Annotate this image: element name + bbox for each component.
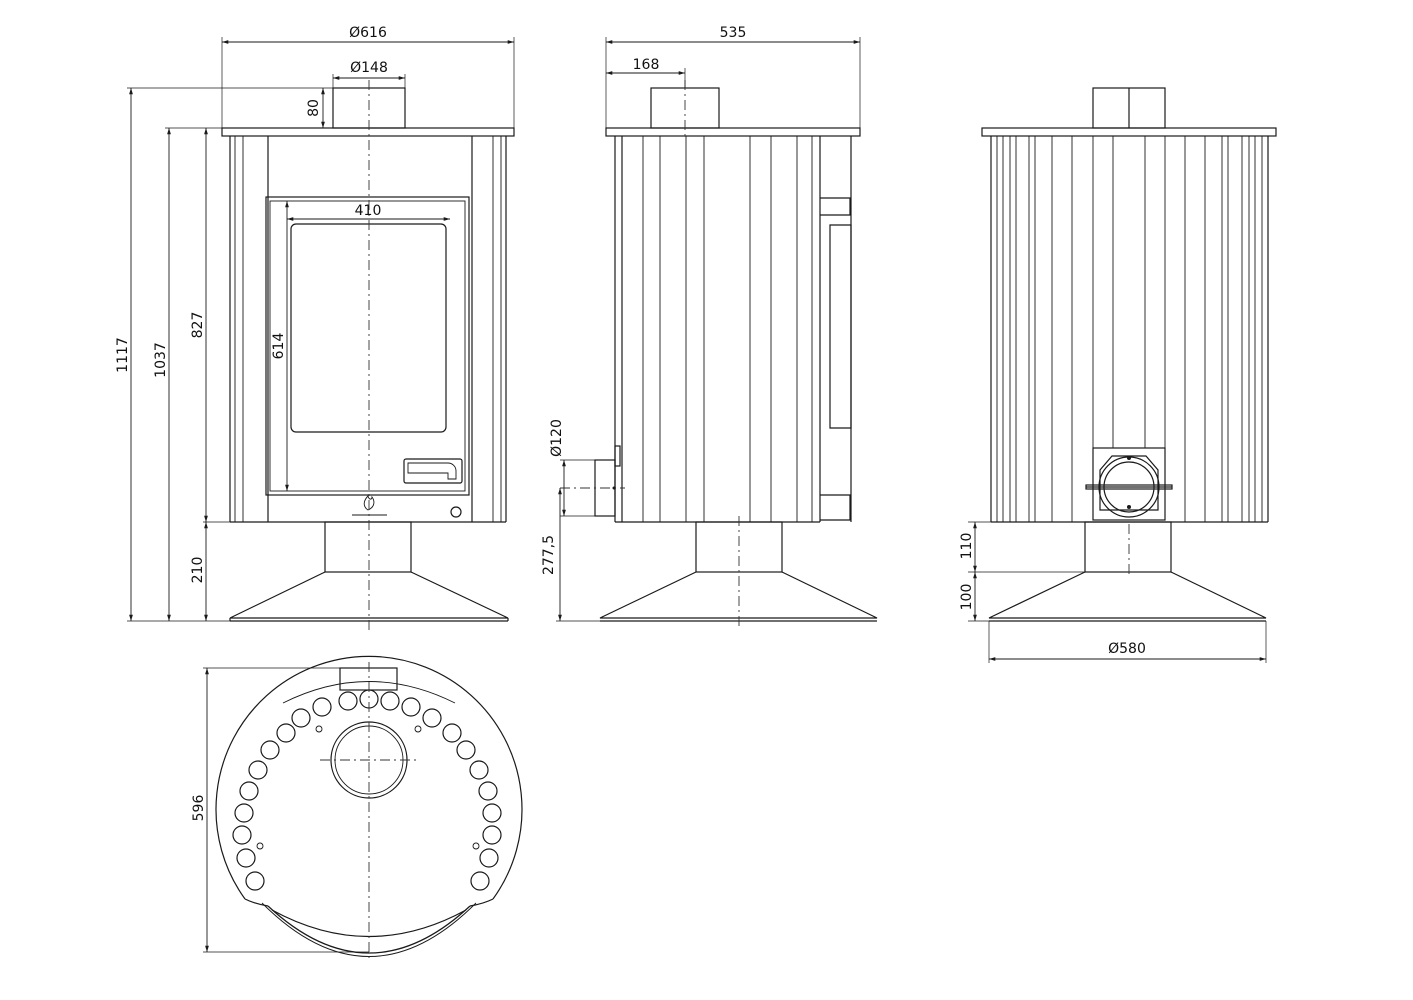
- dim-top-depth: 596: [191, 795, 207, 822]
- dim-side-air-inlet-diameter: Ø120: [549, 419, 565, 457]
- dim-front-upper-height: 827: [190, 312, 206, 339]
- air-hole: [260, 740, 280, 760]
- dim-front-door-width: 410: [355, 203, 382, 219]
- air-hole: [236, 848, 256, 868]
- air-hole: [482, 803, 502, 823]
- air-hole: [470, 871, 490, 891]
- air-hole: [456, 740, 476, 760]
- air-hole: [401, 697, 421, 717]
- dim-front-flue-height: 80: [306, 99, 322, 117]
- air-hole: [248, 760, 268, 780]
- air-hole: [380, 691, 400, 711]
- dim-side-air-inlet-height: 277,5: [541, 535, 557, 575]
- top-view: 596: [191, 655, 523, 958]
- dim-side-flue-offset: 168: [633, 57, 660, 73]
- front-view: Ø616 Ø148 80 1117 1037 827 210 410 614: [115, 25, 515, 630]
- air-hole: [291, 708, 311, 728]
- dim-rear-neck-height: 110: [959, 533, 975, 560]
- air-hole: [312, 697, 332, 717]
- dim-front-base-height: 210: [190, 557, 206, 584]
- dim-front-body-height: 1037: [153, 342, 169, 378]
- dim-front-total-height: 1117: [115, 337, 131, 373]
- air-hole: [276, 723, 296, 743]
- air-hole: [245, 871, 265, 891]
- dim-front-top-diameter: Ø616: [349, 25, 387, 41]
- dim-side-depth: 535: [720, 25, 747, 41]
- air-hole: [469, 760, 489, 780]
- rear-view: 110 100 Ø580: [959, 87, 1277, 663]
- air-hole: [478, 781, 498, 801]
- air-hole: [239, 781, 259, 801]
- dim-front-door-height: 614: [271, 333, 287, 360]
- dim-front-flue-diameter: Ø148: [350, 60, 388, 76]
- dim-rear-base-diameter: Ø580: [1108, 641, 1146, 657]
- air-hole: [338, 691, 358, 711]
- air-hole: [442, 723, 462, 743]
- air-hole: [232, 825, 252, 845]
- air-hole: [479, 848, 499, 868]
- air-hole: [234, 803, 254, 823]
- side-view: 535 168 Ø120 277,5: [541, 25, 878, 630]
- air-hole: [422, 708, 442, 728]
- dim-rear-skirt-height: 100: [959, 584, 975, 611]
- air-hole: [482, 825, 502, 845]
